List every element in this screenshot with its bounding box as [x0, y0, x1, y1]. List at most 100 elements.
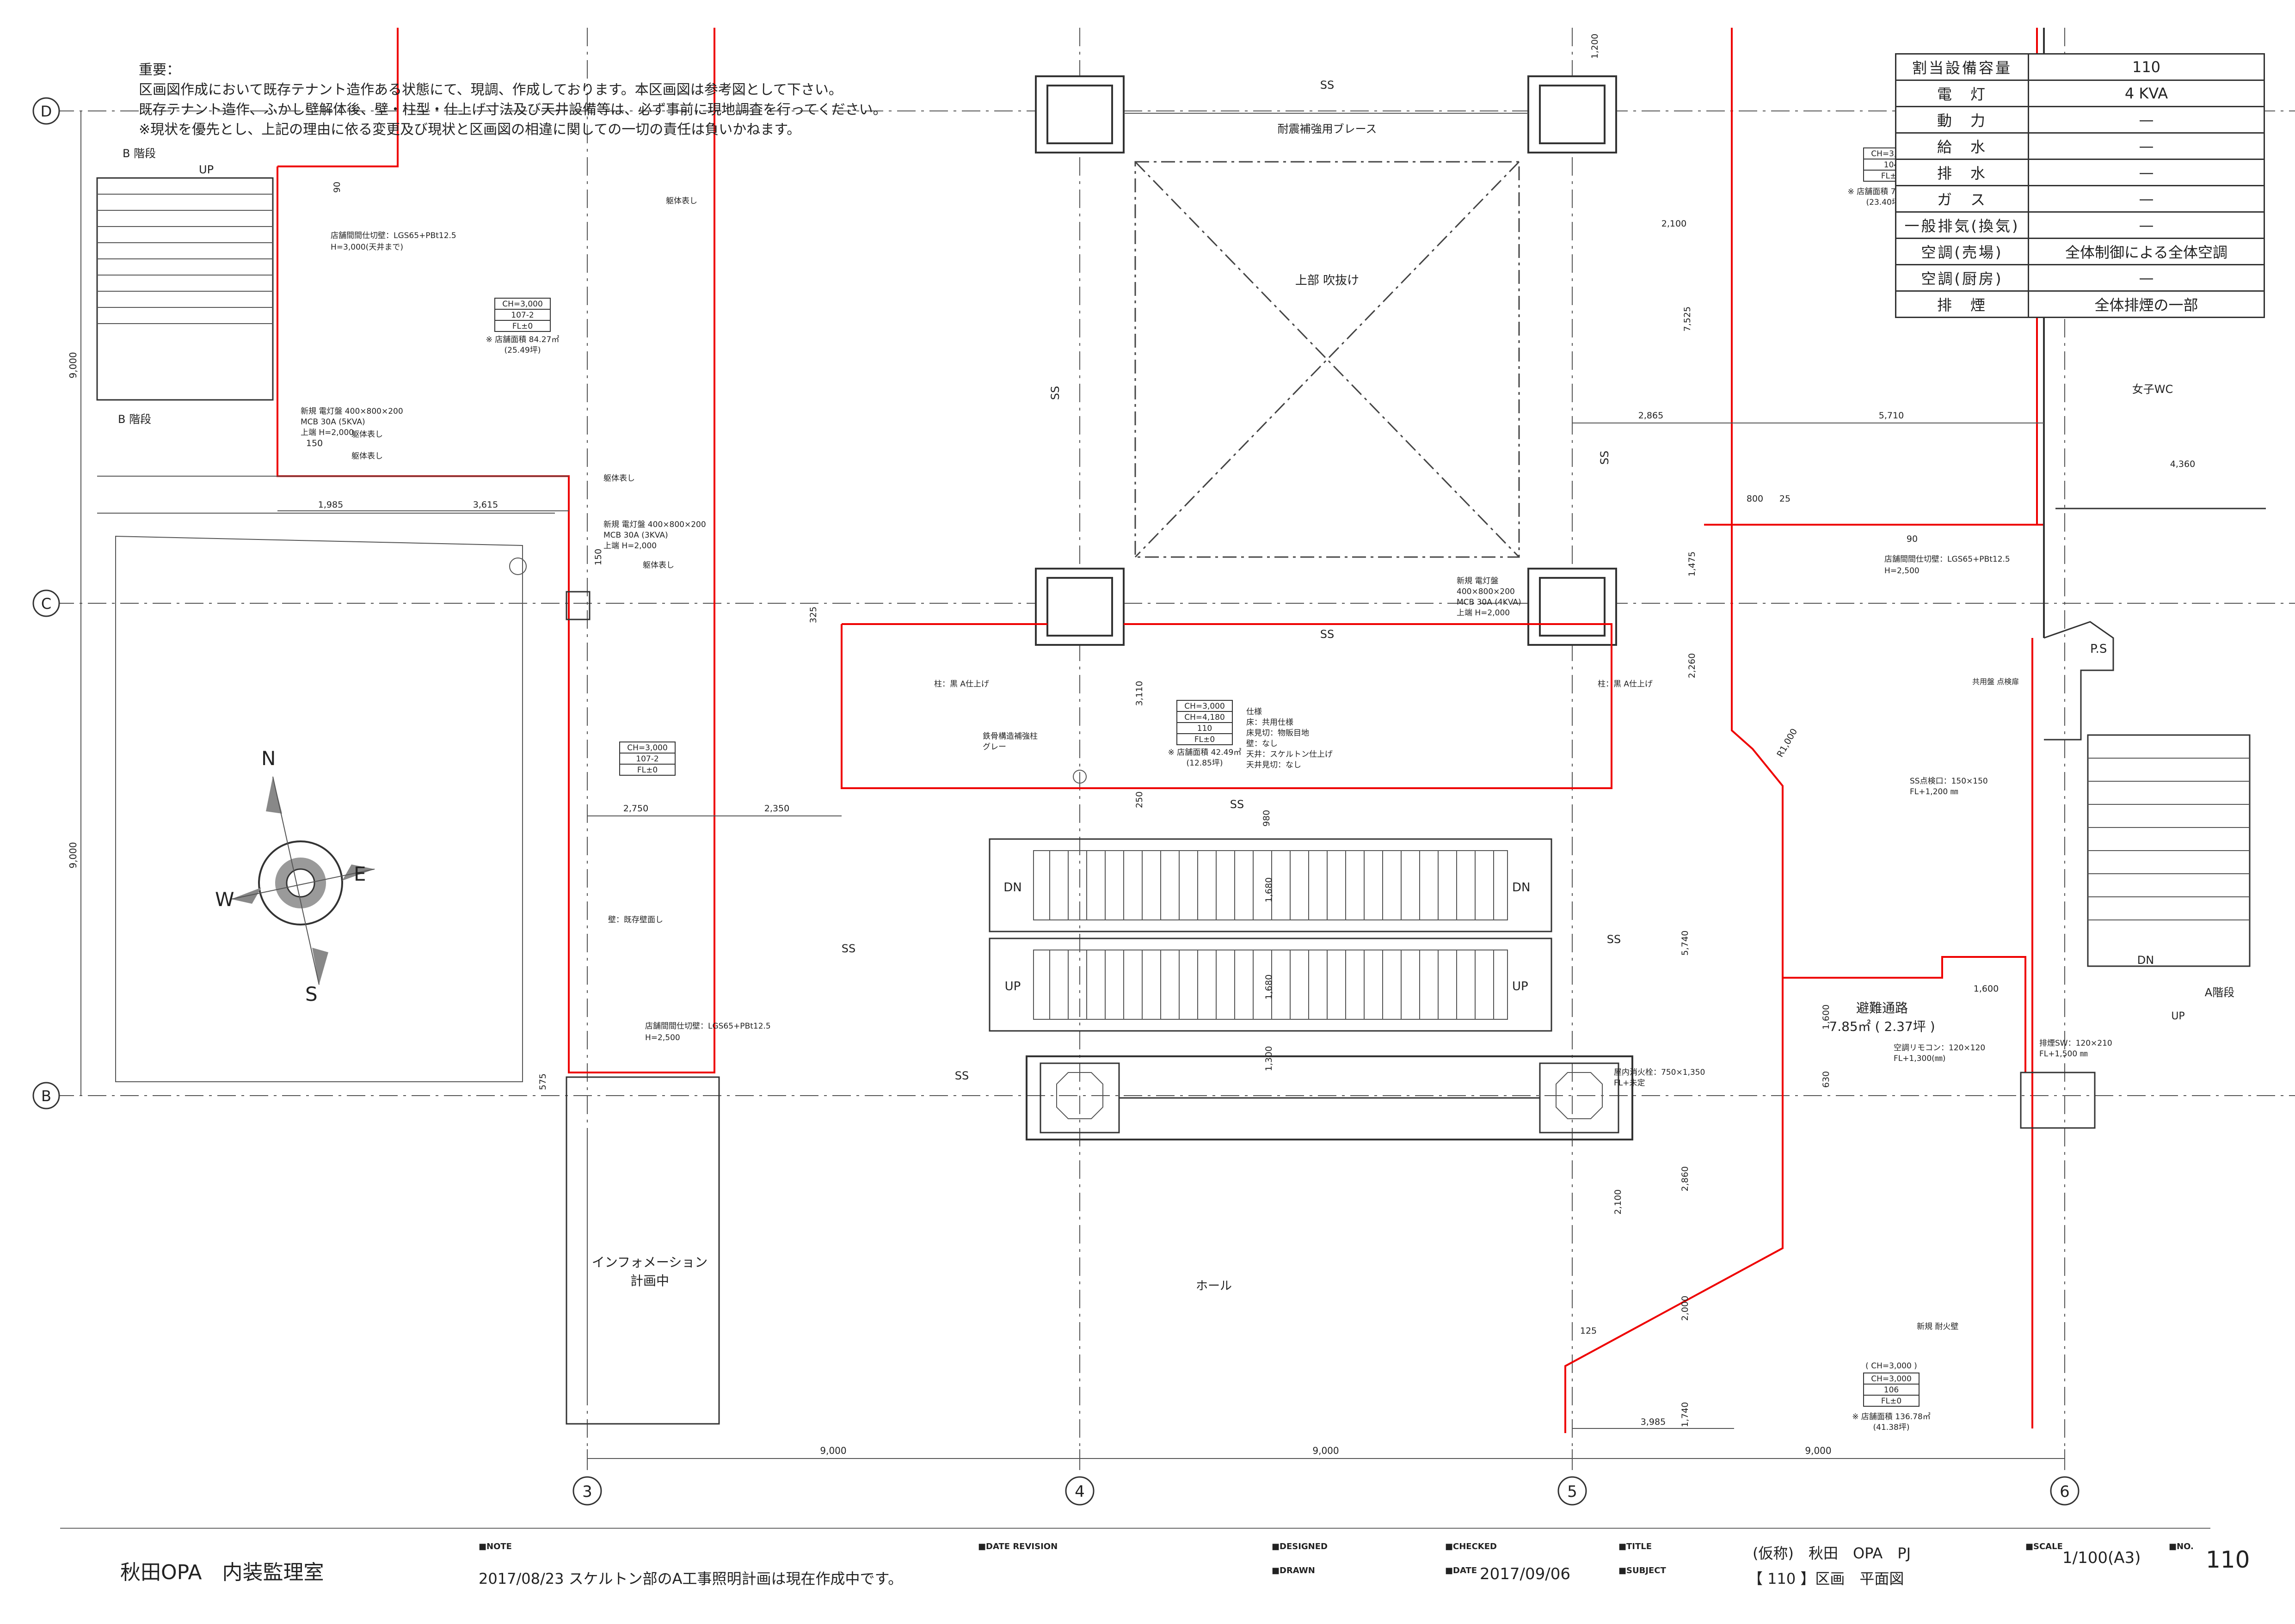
room2-ch: CH=3,000 — [627, 743, 668, 753]
right-structures — [2020, 28, 2266, 1129]
spec-line4: 壁：なし — [1246, 739, 1278, 748]
dim-4360: 4,360 — [2170, 459, 2195, 469]
equipment-row-label: 排 水 — [1895, 159, 2029, 186]
wall-existing: 壁：既存壁面し — [608, 915, 663, 925]
room-tag-110: CH=3,000 CH=4,180 110 FL±0 ※ 店舗面積 42.49㎡… — [1168, 700, 1241, 768]
escalator-bottom-up-left: UP — [1005, 980, 1021, 993]
note-text: 2017/08/23 スケルトン部のA工事照明計画は現在作成中です。 — [479, 1570, 903, 1587]
b-stairs: B 階段 UP B 階段 — [96, 147, 274, 426]
skeleton-5: 躯体表し — [351, 452, 383, 461]
equipment-row-value: 4 KVA — [2028, 80, 2265, 107]
panel1-line2: MCB 30A (5KVA) — [301, 417, 365, 427]
a-stairs-label: A階段 — [2205, 986, 2234, 999]
brace-label: 耐震補強用ブレース — [1278, 123, 1377, 135]
dimension-labels: 1,985 3,615 150 2,750 2,350 2,100 2,865 … — [277, 34, 2195, 1429]
equipment-row-label: 空調(厨房) — [1895, 264, 2029, 292]
notes-line-1: 区画図作成において既存テナント造作ある状態にて、現調、作成しております。本区画図… — [139, 82, 843, 98]
partition1b: H=3,000(天井まで) — [331, 243, 403, 252]
panel3-line4: 上端 H=2,000 — [1457, 608, 1510, 618]
partition2b: H=2,500 — [645, 1033, 680, 1042]
dim-150b: 150 — [593, 549, 603, 565]
dim-bottom-3: 9,000 — [1805, 1445, 1831, 1456]
room5-title: ( CH=3,000 ) — [1865, 1361, 1917, 1371]
panel3-line1: 新規 電灯盤 — [1457, 576, 1498, 586]
no-label: ■NO. — [2169, 1542, 2194, 1551]
compass-e: E — [354, 863, 366, 885]
ss-middle: SS — [1320, 628, 1334, 641]
new-fire-wall: 新規 耐火壁 — [1917, 1322, 1958, 1331]
grid-row-d-label: D — [41, 103, 52, 120]
dim-1600a: 1,600 — [1821, 1005, 1831, 1030]
grid-col-4: 4 — [1065, 1476, 1095, 1506]
room1-fl: FL±0 — [512, 322, 533, 331]
grid-col-6-label: 6 — [2060, 1483, 2070, 1501]
equipment-row-value: — — [2028, 159, 2265, 186]
grid-col-3-label: 3 — [582, 1483, 592, 1501]
room1-area: ※ 店舗面積 84.27㎡ — [486, 335, 560, 344]
ac-remote-2: FL+1,300(㎜) — [1894, 1054, 1945, 1063]
room5-ch: CH=3,000 — [1871, 1374, 1912, 1384]
equipment-row: 動 力— — [1895, 106, 2265, 134]
room3-ch: CH=3,000 — [1184, 702, 1225, 711]
room-tags: CH=3,000 107-2 FL±0 ※ 店舗面積 84.27㎡ (25.49… — [486, 147, 1931, 1432]
notes-line-3: ※現状を優先とし、上記の理由に依る変更及び現状と区画図の相違に関しての一切の責任… — [139, 122, 801, 138]
partition3: 店舗間間仕切壁：LGS65+PBt12.5 — [1884, 555, 2010, 564]
dim-1300: 1,300 — [1264, 1046, 1274, 1071]
room-tag-107-2-a: CH=3,000 107-2 FL±0 ※ 店舗面積 84.27㎡ (25.49… — [486, 298, 560, 355]
dim-bottom-2: 9,000 — [1312, 1445, 1339, 1456]
dim-2750: 2,750 — [623, 803, 648, 814]
dim-1200: 1,200 — [1590, 34, 1600, 59]
smoke-sw-2: FL+1,500 ㎜ — [2039, 1049, 2088, 1059]
dim-630: 630 — [1821, 1071, 1831, 1088]
equipment-row-label: 電 灯 — [1895, 80, 2029, 107]
dim-250: 250 — [1134, 791, 1144, 808]
info-plan-label: インフォメーション — [592, 1255, 708, 1270]
dim-25: 25 — [1779, 494, 1790, 504]
equipment-row-label: 動 力 — [1895, 106, 2029, 134]
dim-5710: 5,710 — [1879, 411, 1904, 421]
annotations: 店舗間間仕切壁：LGS65+PBt12.5 H=3,000(天井まで) 店舗間間… — [301, 196, 2112, 1331]
equipment-row-label: ガ ス — [1895, 185, 2029, 213]
equipment-row-label: 一般排気(換気) — [1895, 211, 2029, 239]
steel-col-label-2: グレー — [983, 742, 1006, 752]
room5-tsubo: (41.38坪) — [1873, 1423, 1910, 1432]
dim-1680b: 1,680 — [1264, 974, 1274, 999]
dim-2260: 2,260 — [1687, 653, 1697, 678]
equipment-row: 給 水— — [1895, 132, 2265, 160]
dim-5740: 5,740 — [1680, 931, 1690, 956]
grid-row-d: D — [32, 97, 60, 125]
equipment-row-value: — — [2028, 106, 2265, 134]
equipment-row-value: 全体排煙の一部 — [2028, 290, 2265, 318]
dim-2100: 2,100 — [1661, 219, 1686, 229]
column-finish-left: 柱：黒 A仕上げ — [934, 680, 989, 689]
equipment-row-value: 全体制御による全体空調 — [2028, 238, 2265, 265]
spec-line6: 天井見切：なし — [1246, 760, 1301, 770]
dim-3985: 3,985 — [1641, 1417, 1666, 1427]
grid-row-c: C — [32, 589, 60, 617]
note-label: ■NOTE — [479, 1542, 512, 1551]
ss-right-mid: SS — [1607, 933, 1621, 946]
grid-col-3: 3 — [572, 1476, 602, 1506]
notes-line-2: 既存テナント造作、ふかし壁解体後、壁・柱型・仕上げ寸法及び天井設備等は、必ず事前… — [139, 102, 887, 118]
dim-125: 125 — [1580, 1326, 1597, 1336]
fire-hydrant-2: FL+未定 — [1614, 1079, 1645, 1088]
equipment-row: 一般排気(換気)— — [1895, 211, 2265, 239]
panel1-line3: 上端 H=2,000 — [301, 428, 354, 437]
ss-top: SS — [1320, 79, 1334, 92]
evac-route-label: 避難通路 — [1856, 1000, 1908, 1016]
ss-left-vertical: SS — [1049, 386, 1062, 400]
ss-right-vertical: SS — [1598, 451, 1611, 465]
company-name: 秋田OPA 内装監理室 — [120, 1561, 324, 1584]
dim-bottom-1: 9,000 — [820, 1445, 846, 1456]
right-tenant-boundary — [1564, 28, 2044, 1433]
checked-label: ■CHECKED — [1445, 1542, 1497, 1551]
dim-left-1: 9,000 — [68, 352, 79, 378]
spec-line1: 仕様 — [1246, 707, 1262, 717]
b-stairs-up-label: UP — [199, 163, 214, 176]
dim-2000: 2,000 — [1680, 1296, 1690, 1321]
ac-remote: 空調リモコン：120×120 — [1894, 1043, 1985, 1053]
ss-left-mid: SS — [842, 942, 855, 955]
a-stairs-up: UP — [2171, 1011, 2184, 1022]
equipment-row-label: 排 煙 — [1895, 290, 2029, 318]
